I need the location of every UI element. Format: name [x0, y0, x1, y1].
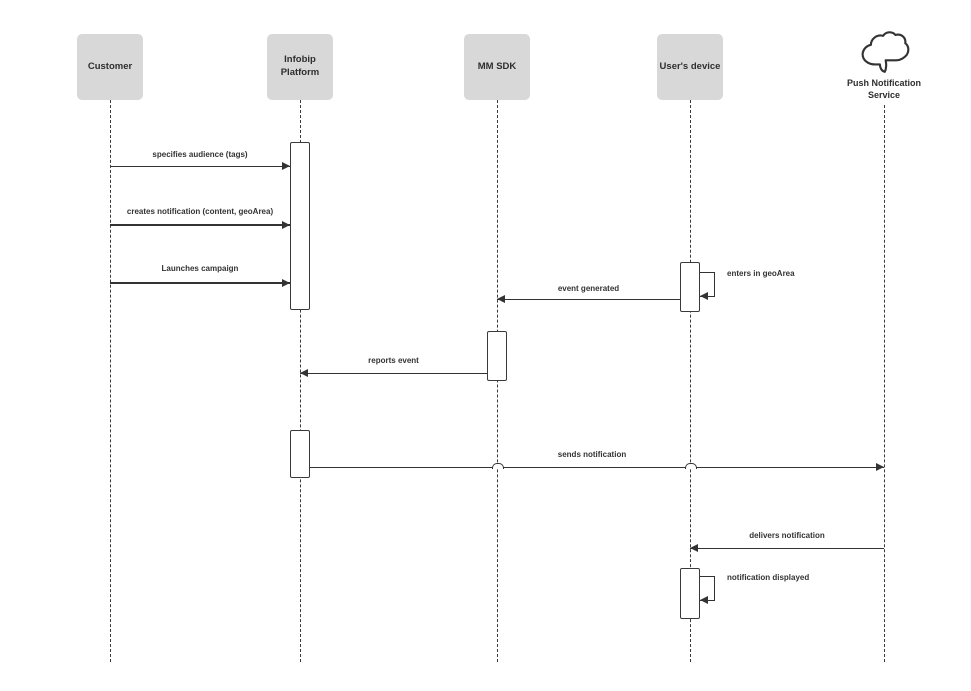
- actor-infobip-platform: Infobip Platform: [267, 34, 333, 100]
- arrowhead-left-icon: [700, 596, 708, 604]
- message-line: [110, 224, 290, 226]
- actor-customer: Customer: [77, 34, 143, 100]
- activation-mm-sdk: [487, 331, 507, 381]
- arrowhead-left-icon: [690, 544, 698, 552]
- actor-push-notification-service: [857, 30, 911, 76]
- message-line: [690, 548, 884, 549]
- actor-users-device-label: User's device: [659, 60, 721, 72]
- message-label: delivers notification: [749, 531, 825, 540]
- arrowhead-right-icon: [282, 162, 290, 170]
- lifeline-push-notification-service: [884, 105, 885, 662]
- arrowhead-right-icon: [282, 221, 290, 229]
- actor-infobip-platform-label: Infobip Platform: [280, 54, 320, 78]
- line-hop: [492, 463, 504, 469]
- message-label: reports event: [368, 356, 419, 365]
- message-line: [300, 373, 487, 374]
- message-label: sends notification: [557, 450, 627, 459]
- activation-infobip-2: [290, 430, 310, 478]
- arrowhead-left-icon: [300, 369, 308, 377]
- message-label: notification displayed: [727, 573, 810, 582]
- activation-users-device-2: [680, 568, 700, 619]
- cloud-icon: [857, 30, 911, 76]
- message-line: [110, 282, 290, 284]
- actor-mm-sdk-label: MM SDK: [477, 60, 517, 72]
- arrowhead-right-icon: [282, 279, 290, 287]
- activation-infobip-1: [290, 142, 310, 310]
- message-line: [497, 299, 680, 300]
- line-hop: [685, 463, 697, 469]
- message-label: specifies audience (tags): [152, 150, 248, 159]
- arrowhead-left-icon: [700, 292, 708, 300]
- arrowhead-left-icon: [497, 295, 505, 303]
- lifeline-users-device: [690, 100, 691, 662]
- message-label: Launches campaign: [161, 264, 239, 273]
- lifeline-customer: [110, 100, 111, 662]
- message-line: [110, 166, 290, 167]
- lifeline-infobip-platform: [300, 100, 301, 662]
- message-label: enters in geoArea: [727, 269, 795, 278]
- actor-push-notification-service-label: Push Notification Service: [847, 78, 921, 101]
- lifeline-mm-sdk: [497, 100, 498, 662]
- message-label: event generated: [557, 284, 620, 293]
- actor-customer-label: Customer: [87, 60, 133, 72]
- activation-users-device-1: [680, 262, 700, 312]
- actor-users-device: User's device: [657, 34, 723, 100]
- message-line: [310, 467, 884, 468]
- arrowhead-right-icon: [876, 463, 884, 471]
- message-label: creates notification (content, geoArea): [126, 207, 274, 216]
- actor-mm-sdk: MM SDK: [464, 34, 530, 100]
